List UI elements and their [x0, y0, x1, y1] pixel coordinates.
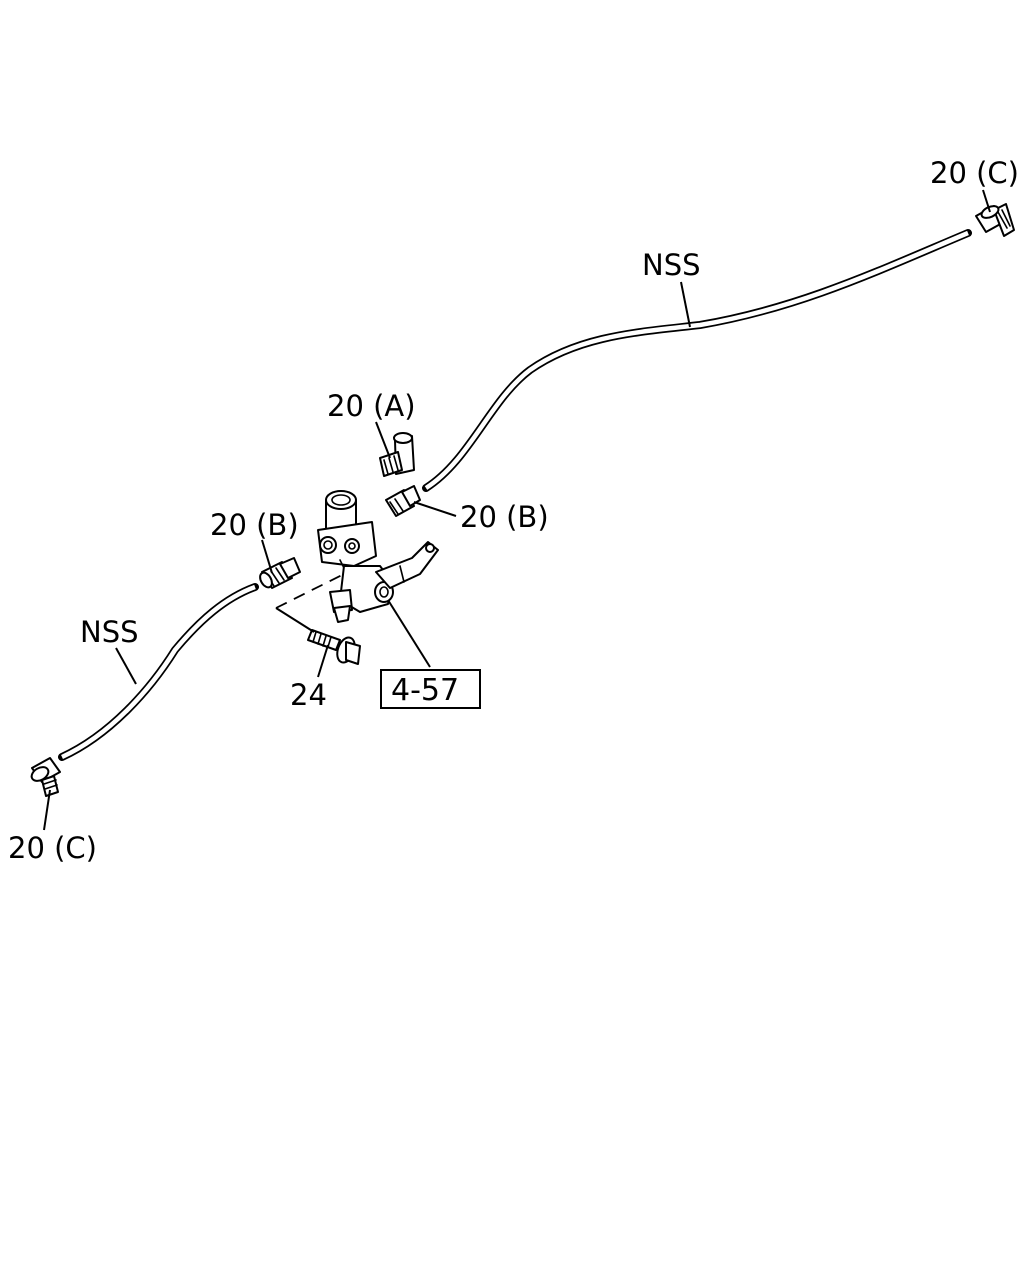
label-bolt: 24 — [290, 678, 327, 712]
reference-label: 4-57 — [391, 673, 459, 708]
elbow-fitting-a[interactable] — [379, 432, 415, 477]
label-fitting-a: 20 (A) — [327, 389, 416, 423]
label-pipe-upper: NSS — [642, 248, 701, 282]
reference-box[interactable]: 4-57 — [380, 669, 481, 709]
flange-bolt[interactable] — [307, 629, 361, 665]
valve-assembly[interactable] — [317, 490, 439, 623]
lower-pipe[interactable] — [58, 583, 259, 761]
label-fitting-c-lower: 20 (C) — [8, 831, 97, 865]
label-pipe-lower: NSS — [80, 615, 139, 649]
elbow-fitting-upper-right[interactable] — [975, 203, 1015, 237]
label-fitting-c-upper: 20 (C) — [930, 156, 1019, 190]
leader-lines — [43, 189, 991, 831]
label-fitting-b-right: 20 (B) — [460, 500, 549, 534]
straight-fitting-b-left[interactable] — [258, 557, 301, 589]
upper-pipe[interactable] — [422, 229, 972, 492]
straight-fitting-b-right[interactable] — [385, 485, 421, 517]
elbow-fitting-lower-left[interactable] — [29, 757, 61, 797]
label-fitting-b-left: 20 (B) — [210, 508, 299, 542]
